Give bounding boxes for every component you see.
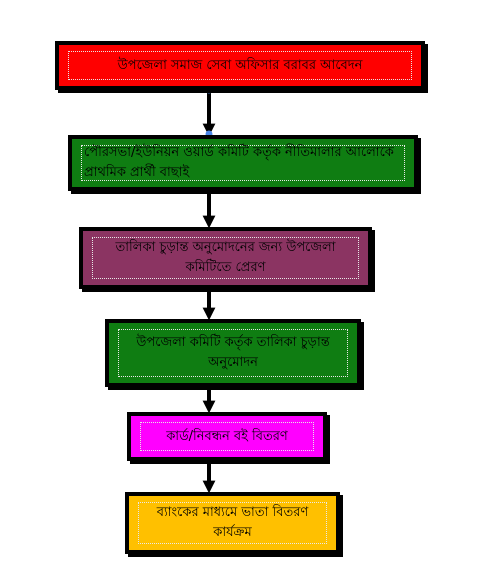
text-frame — [68, 51, 412, 80]
step-label: পৌরসভা/ইউনিয়ন ওয়ার্ড কমিটি কর্তৃক নীতি… — [84, 145, 394, 180]
step-label: ব্যাংকের মাধ্যমে ভাতা বিতরণ কার্যক্রম — [156, 505, 309, 540]
text-frame — [81, 145, 405, 181]
text-frame — [138, 502, 327, 544]
step-send-to-upazila-committee[interactable]: তালিকা চুড়ান্ত অনুমোদনের জন্য উপজেলা কম… — [79, 227, 372, 289]
step-label: তালিকা চুড়ান্ত অনুমোদনের জন্য উপজেলা কম… — [115, 240, 336, 275]
step-ward-committee-selection[interactable]: পৌরসভা/ইউনিয়ন ওয়ার্ড কমিটি কর্তৃক নীতি… — [68, 135, 418, 191]
step-final-approval[interactable]: উপজেলা কমিটি কর্তৃক তালিকা চুড়ান্ত অনুম… — [105, 319, 361, 387]
step-apply-to-officer[interactable]: উপজেলা সমাজ সেবা অফিসার বরাবর আবেদন — [55, 41, 425, 90]
step-label: কার্ড/নিবন্ধন বই বিতরণ — [166, 428, 288, 444]
step-label: উপজেলা কমিটি কর্তৃক তালিকা চুড়ান্ত অনুম… — [136, 335, 330, 370]
text-frame — [118, 329, 348, 377]
step-label: উপজেলা সমাজ সেবা অফিসার বরাবর আবেদন — [117, 57, 363, 73]
text-frame — [92, 237, 359, 279]
step-bank-disbursement[interactable]: ব্যাংকের মাধ্যমে ভাতা বিতরণ কার্যক্রম — [125, 492, 340, 554]
text-frame — [140, 422, 314, 451]
step-card-distribution[interactable]: কার্ড/নিবন্ধন বই বিতরণ — [127, 412, 327, 461]
